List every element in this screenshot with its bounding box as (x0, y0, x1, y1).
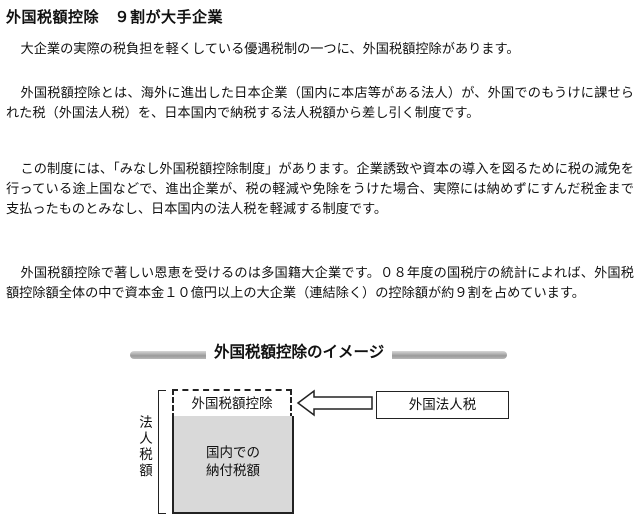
domestic-tax-label: 国内での 納付税額 (206, 445, 260, 479)
diagram-title: 外国税額控除のイメージ (206, 340, 393, 362)
foreign-tax-credit-label: 外国税額控除 (191, 396, 273, 412)
article-title: 外国税額控除 ９割が大手企業 (6, 8, 224, 26)
paragraph: 大企業の実際の税負担を軽くしている優遇税制の一つに、外国税額控除があります。 (20, 42, 520, 57)
tax-amount-bracket (158, 390, 166, 514)
foreign-corporate-tax-box: 外国法人税 (376, 391, 509, 419)
paragraph: この制度には、「みなし外国税額控除制度」があります。企業誘致や資本の導入を図るた… (6, 162, 634, 217)
paragraph: 外国税額控除とは、海外に進出した日本企業（国内に本店等がある法人）が、外国でのも… (6, 86, 634, 121)
left-arrow-icon (296, 389, 373, 417)
paragraph: 外国税額控除で著しい恩恵を受けるのは多国籍大企業です。０８年度の国税庁の統計によ… (6, 266, 634, 301)
domestic-tax-box (172, 416, 294, 514)
tax-amount-label: 法 人 税 額 (139, 415, 153, 479)
